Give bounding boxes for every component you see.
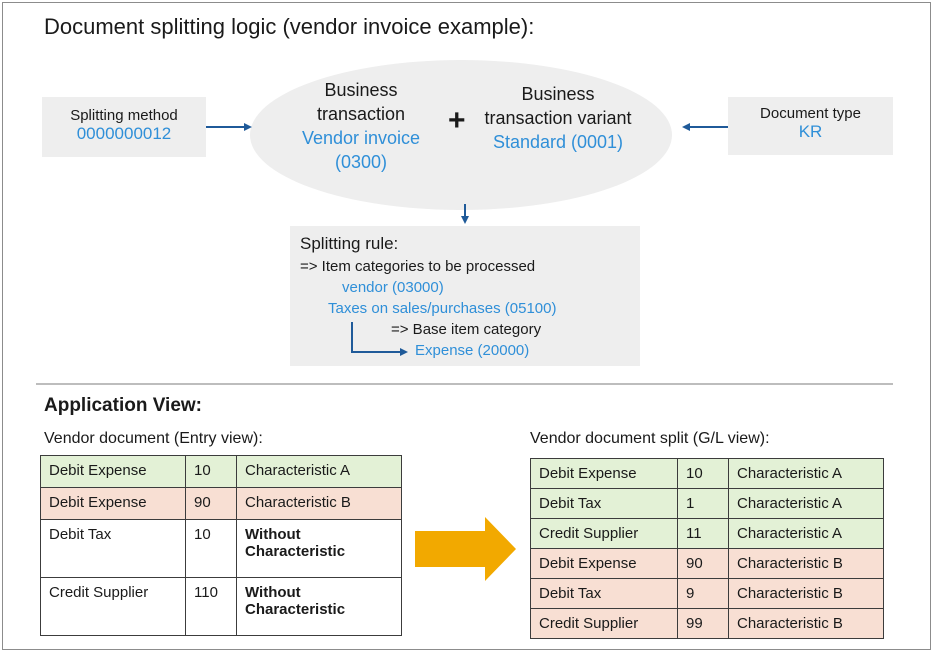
entry-account-cell: Credit Supplier	[40, 577, 186, 636]
splitting-method-label: Splitting method	[70, 107, 178, 124]
split-amount-cell: 9	[677, 578, 729, 609]
document-type-value: KR	[798, 122, 823, 141]
entry-characteristic-cell: Characteristic B	[236, 487, 402, 520]
entry-characteristic-cell: Characteristic A	[236, 455, 402, 488]
transaction-variant-label-2: transaction variant	[484, 108, 632, 128]
entry-characteristic-line-2: Characteristic	[245, 543, 346, 560]
entry-amount-cell: 90	[185, 487, 237, 520]
splitting-method-value: 0000000012	[76, 124, 172, 143]
business-transaction-ellipse	[250, 60, 672, 210]
page-title: Document splitting logic (vendor invoice…	[44, 14, 535, 39]
item-category-taxes: Taxes on sales/purchases (05100)	[328, 300, 557, 317]
entry-amount-cell: 10	[185, 519, 237, 578]
split-amount-cell: 10	[677, 458, 729, 489]
item-category-vendor: vendor (03000)	[342, 279, 444, 296]
entry-characteristic-line-1: Characteristic B	[245, 494, 351, 511]
item-categories-label: => Item categories to be processed	[300, 258, 536, 275]
split-amount-cell: 90	[677, 548, 729, 579]
split-amount-cell: 11	[677, 518, 729, 549]
entry-amount-cell: 10	[185, 455, 237, 488]
split-char-cell: Characteristic A	[728, 488, 884, 519]
transaction-variant-value: Standard (0001)	[492, 132, 624, 152]
entry-account-cell: Debit Tax	[40, 519, 186, 578]
entry-view-caption: Vendor document (Entry view):	[44, 430, 263, 447]
business-transaction-value-1: Vendor invoice	[301, 128, 421, 148]
application-view-heading: Application View:	[44, 395, 203, 416]
split-char-cell: Characteristic B	[728, 548, 884, 579]
split-account-cell: Debit Tax	[530, 578, 678, 609]
transaction-variant: Business transaction variant Standard (0…	[478, 82, 638, 154]
split-account-cell: Debit Tax	[530, 488, 678, 519]
split-char-cell: Characteristic A	[728, 518, 884, 549]
split-view-caption: Vendor document split (G/L view):	[530, 430, 770, 447]
business-transaction-label-2: transaction	[316, 104, 406, 124]
entry-characteristic-line-1: Characteristic A	[245, 462, 351, 479]
entry-characteristic-line-1: Without	[245, 526, 301, 543]
large-right-arrow-icon	[415, 517, 516, 581]
elbow-arrow-icon	[351, 322, 408, 356]
split-amount-cell: 99	[677, 608, 729, 639]
business-transaction-label-1: Business	[324, 80, 398, 100]
split-account-cell: Credit Supplier	[530, 518, 678, 549]
split-account-cell: Debit Expense	[530, 458, 678, 489]
splitting-rule-box: Splitting rule: => Item categories to be…	[290, 226, 640, 366]
split-char-cell: Characteristic A	[728, 458, 884, 489]
base-item-category-value: Expense (20000)	[415, 342, 530, 359]
business-transaction: Business transaction Vendor invoice (030…	[286, 78, 436, 174]
entry-amount-cell: 110	[185, 577, 237, 636]
entry-characteristic-line-1: Without	[245, 584, 301, 601]
section-divider	[36, 383, 893, 385]
splitting-rule-heading: Splitting rule:	[300, 234, 399, 253]
split-account-cell: Debit Expense	[530, 548, 678, 579]
document-type-label: Document type	[760, 105, 861, 122]
split-char-cell: Characteristic B	[728, 608, 884, 639]
business-transaction-value-2: (0300)	[334, 152, 388, 172]
split-account-cell: Credit Supplier	[530, 608, 678, 639]
base-item-category-label: => Base item category	[391, 321, 542, 338]
document-type-box: Document type KR	[728, 97, 893, 155]
split-char-cell: Characteristic B	[728, 578, 884, 609]
entry-account-cell: Debit Expense	[40, 487, 186, 520]
entry-characteristic-line-2: Characteristic	[245, 601, 346, 618]
splitting-method-box: Splitting method 0000000012	[42, 97, 206, 157]
transaction-variant-label-1: Business	[521, 84, 595, 104]
entry-account-cell: Debit Expense	[40, 455, 186, 488]
split-amount-cell: 1	[677, 488, 729, 519]
plus-sign: +	[448, 104, 466, 137]
